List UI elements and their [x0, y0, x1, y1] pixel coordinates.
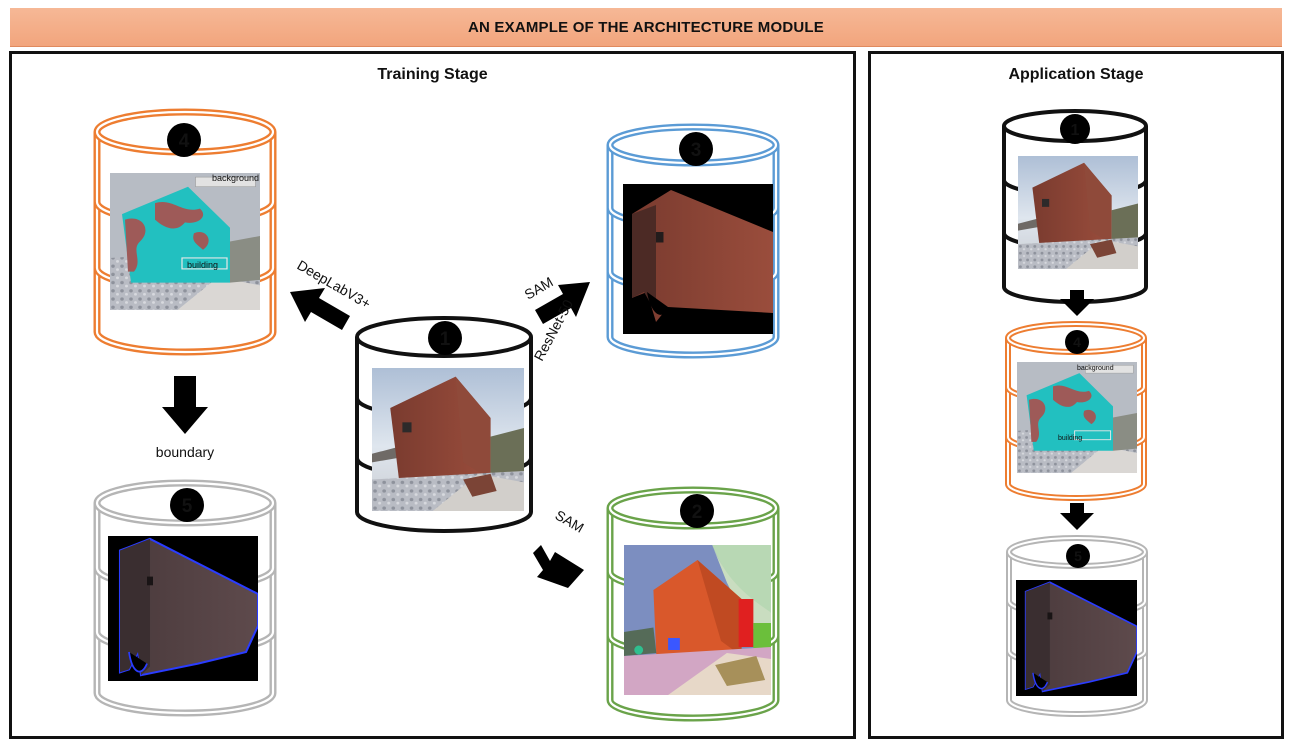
sam-auto-mask-image — [624, 545, 771, 695]
app-arrow-4-to-5 — [1060, 503, 1094, 530]
banner-title: AN EXAMPLE OF THE ARCHITECTURE MODULE — [10, 8, 1282, 47]
svg-text:1: 1 — [1071, 122, 1080, 139]
badge-2: 2 — [680, 494, 714, 528]
svg-text:1: 1 — [440, 329, 451, 350]
building-overlay-label: building — [187, 260, 218, 270]
app-cylinder-5-boundary — [1006, 535, 1148, 717]
app-badge-4: 4 — [1065, 330, 1089, 354]
app-badge-5: 5 — [1066, 544, 1090, 568]
app-original-image — [1018, 156, 1138, 269]
badge-4: 4 — [167, 123, 201, 157]
app-building-overlay-label: building — [1058, 435, 1082, 442]
app-cylinder-4-segmentation: background building — [1005, 321, 1147, 501]
original-image — [372, 368, 524, 511]
training-stage-panel: Training Stage — [9, 51, 856, 739]
sam-mask-image — [623, 184, 773, 334]
arrow-to-4 — [290, 288, 350, 330]
arrow-to-5 — [162, 376, 208, 434]
svg-text:4: 4 — [1073, 334, 1081, 350]
badge-1: 1 — [428, 321, 462, 355]
app-cylinder-1-original — [1002, 109, 1148, 304]
svg-text:4: 4 — [179, 131, 190, 152]
cylinder-3-sam-mask — [606, 123, 780, 359]
arrow-to-2 — [533, 545, 584, 588]
arrow-label-sam-top: SAM — [522, 274, 556, 303]
app-arrow-1-to-4 — [1060, 290, 1094, 316]
svg-text:3: 3 — [691, 140, 702, 161]
app-background-overlay-label: background — [1077, 365, 1114, 372]
svg-text:2: 2 — [692, 502, 703, 523]
app-boundary-image — [1016, 580, 1137, 696]
badge-5: 5 — [170, 488, 204, 522]
cylinder-4-segmentation: background building — [93, 108, 277, 356]
application-stage-panel: Application Stage — [868, 51, 1284, 739]
application-stage-title: Application Stage — [1008, 66, 1144, 83]
app-badge-1: 1 — [1060, 114, 1090, 144]
background-overlay-label: background — [212, 173, 259, 183]
segmentation-image — [110, 173, 260, 310]
arrow-to-3 — [535, 282, 590, 324]
svg-text:5: 5 — [1074, 548, 1082, 564]
app-segmentation-image — [1017, 362, 1137, 473]
boundary-image — [108, 536, 258, 681]
arrow-label-sam-bottom: SAM — [553, 507, 587, 536]
arrow-label-boundary: boundary — [156, 444, 214, 460]
svg-text:5: 5 — [182, 496, 193, 517]
training-stage-title: Training Stage — [377, 66, 488, 83]
badge-3: 3 — [679, 132, 713, 166]
